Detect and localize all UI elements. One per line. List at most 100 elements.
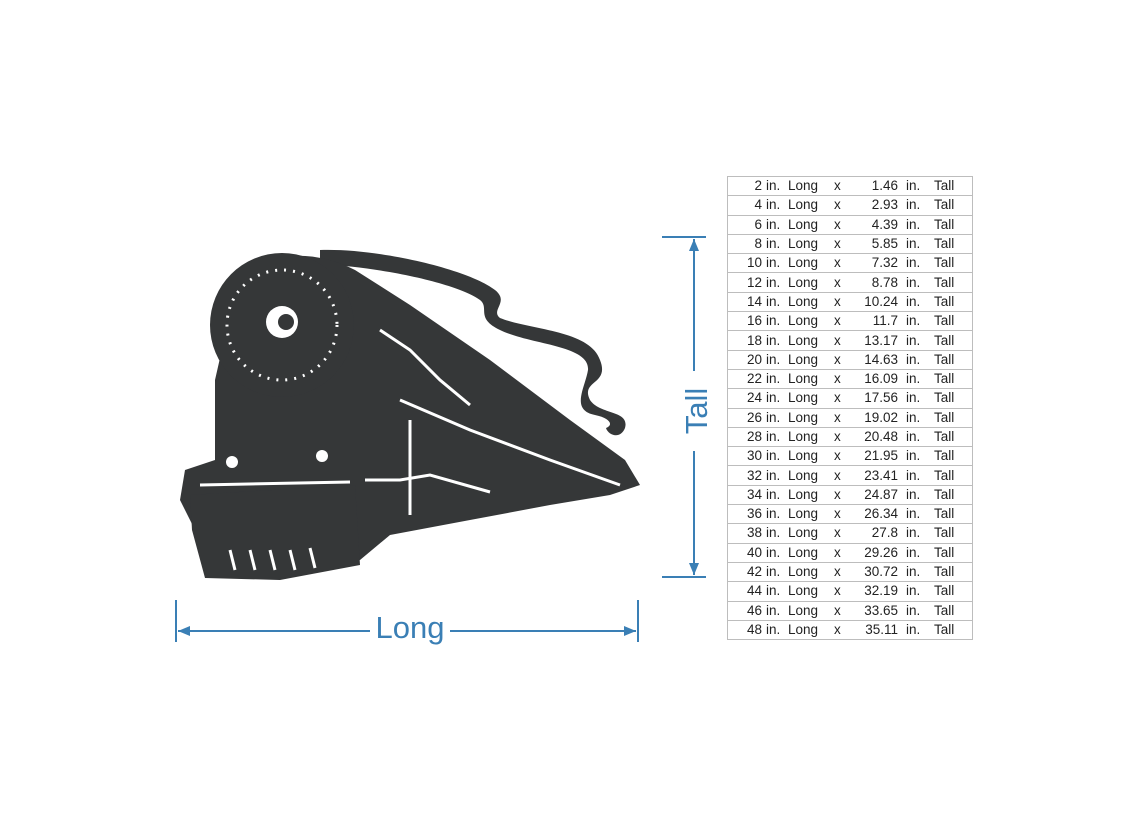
long-word: Long	[788, 484, 834, 506]
unit-label: in.	[766, 233, 788, 255]
long-arrowhead-left	[178, 626, 190, 636]
unit-label: in.	[902, 561, 934, 583]
unit-label: in.	[766, 465, 788, 486]
unit-label: in.	[902, 600, 934, 621]
long-value: 6	[727, 214, 766, 235]
times-symbol: x	[834, 272, 852, 293]
unit-label: in.	[902, 311, 934, 332]
times-symbol: x	[834, 484, 852, 506]
tall-word: Tall	[934, 175, 973, 197]
long-word: Long	[788, 272, 834, 293]
body-highlight-2	[399, 398, 621, 487]
unit-label: in.	[902, 465, 934, 486]
unit-label: in.	[902, 214, 934, 235]
long-value: 18	[727, 330, 766, 351]
tall-word: Tall	[934, 195, 973, 216]
tall-value: 21.95	[852, 446, 902, 467]
unit-label: in.	[766, 484, 788, 506]
long-word: Long	[788, 504, 834, 525]
long-word: Long	[788, 388, 834, 409]
long-value: 28	[727, 426, 766, 448]
tall-value: 33.65	[852, 600, 902, 621]
unit-label: in.	[766, 330, 788, 351]
unit-label: in.	[902, 195, 934, 216]
long-word: Long	[788, 465, 834, 486]
tall-word: Tall	[934, 561, 973, 583]
long-value: 14	[727, 291, 766, 313]
times-symbol: x	[834, 542, 852, 563]
long-value: 44	[727, 581, 766, 602]
long-word: Long	[788, 581, 834, 602]
unit-label: in.	[766, 195, 788, 216]
unit-label: in.	[902, 581, 934, 602]
long-value: 24	[727, 388, 766, 409]
long-dimension-label: Long	[370, 612, 450, 643]
long-word: Long	[788, 253, 834, 274]
times-symbol: x	[834, 388, 852, 409]
times-symbol: x	[834, 426, 852, 448]
times-symbol: x	[834, 233, 852, 255]
long-word: Long	[788, 175, 834, 197]
tall-word: Tall	[934, 349, 973, 370]
long-value: 38	[727, 523, 766, 544]
unit-label: in.	[766, 175, 788, 197]
tall-value: 16.09	[852, 368, 902, 390]
tall-value: 35.11	[852, 619, 902, 641]
tall-word: Tall	[934, 233, 973, 255]
tall-word: Tall	[934, 504, 973, 525]
tall-value: 2.93	[852, 195, 902, 216]
long-word: Long	[788, 330, 834, 351]
times-symbol: x	[834, 311, 852, 332]
body-highlight-6	[228, 547, 317, 571]
front-lamp-right	[316, 450, 328, 462]
unit-label: in.	[902, 619, 934, 641]
times-symbol: x	[834, 195, 852, 216]
boiler-rivet-ring	[225, 268, 339, 382]
times-symbol: x	[834, 446, 852, 467]
tall-value: 8.78	[852, 272, 902, 293]
long-word: Long	[788, 195, 834, 216]
times-symbol: x	[834, 407, 852, 428]
tall-word: Tall	[934, 214, 973, 235]
tall-value: 20.48	[852, 426, 902, 448]
tall-value: 10.24	[852, 291, 902, 313]
times-symbol: x	[834, 253, 852, 274]
tall-word: Tall	[934, 446, 973, 467]
tall-word: Tall	[934, 465, 973, 486]
times-symbol: x	[834, 330, 852, 351]
unit-label: in.	[766, 426, 788, 448]
long-word: Long	[788, 349, 834, 370]
long-word: Long	[788, 407, 834, 428]
tall-word: Tall	[934, 426, 973, 448]
long-value: 40	[727, 542, 766, 563]
long-word: Long	[788, 426, 834, 448]
long-word: Long	[788, 561, 834, 583]
tall-word: Tall	[934, 330, 973, 351]
long-value: 12	[727, 272, 766, 293]
unit-label: in.	[902, 330, 934, 351]
unit-label: in.	[766, 523, 788, 544]
times-symbol: x	[834, 561, 852, 583]
tall-arrowhead-top	[689, 239, 699, 251]
unit-label: in.	[902, 233, 934, 255]
tall-word: Tall	[934, 407, 973, 428]
long-word: Long	[788, 523, 834, 544]
unit-label: in.	[902, 175, 934, 197]
tall-value: 1.46	[852, 175, 902, 197]
long-value: 32	[727, 465, 766, 486]
long-arrowhead-right	[624, 626, 636, 636]
